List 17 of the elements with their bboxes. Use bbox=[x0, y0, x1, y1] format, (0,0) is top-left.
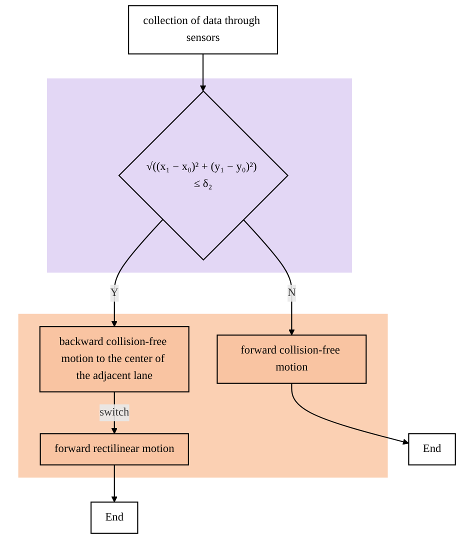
node-box: forward rectilinear motion bbox=[40, 433, 189, 466]
arrow bbox=[111, 464, 118, 502]
node-box: End bbox=[408, 433, 456, 466]
node-box: End bbox=[90, 502, 138, 534]
edge-label: Y bbox=[110, 286, 118, 299]
cluster bbox=[18, 314, 388, 478]
node-box: backward collision-free motion to the center of the adjacent lane bbox=[39, 326, 190, 392]
arrow bbox=[291, 383, 409, 445]
node-box: collection of data through sensors bbox=[128, 5, 278, 54]
arrow bbox=[242, 219, 295, 336]
node-diamond: √((x₁ − x₀)² + (y₁ − y₀)²) ≤ δ₂ bbox=[118, 90, 289, 261]
arrow bbox=[200, 54, 206, 92]
arrow bbox=[111, 219, 164, 327]
edge-label: switch bbox=[100, 406, 130, 418]
cluster bbox=[47, 78, 352, 273]
edge-label: N bbox=[288, 286, 296, 299]
node-box: forward collision-free motion bbox=[216, 334, 367, 384]
